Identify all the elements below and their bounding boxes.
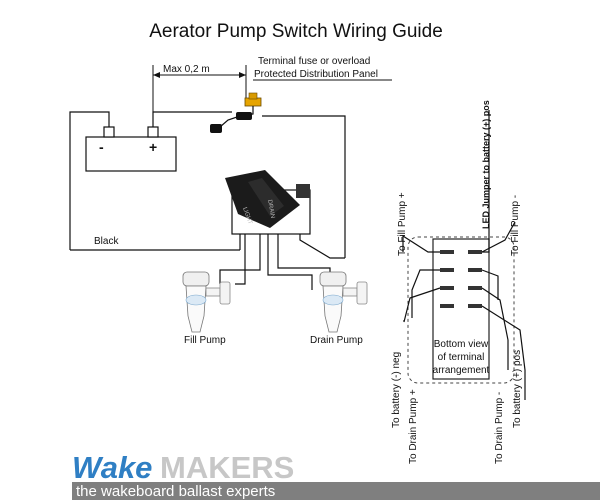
bottom-view-line2: of terminal <box>438 352 485 363</box>
brand-tagline-bar <box>72 482 600 500</box>
to-battery-neg-label: To battery (-) neg <box>391 352 402 428</box>
to-battery-pos-label: To battery (+) pos <box>512 350 523 428</box>
to-fill-pump-plus-label: To Fill Pump + <box>397 192 408 256</box>
fuse-label-line2: Protected Distribution Panel <box>254 69 378 80</box>
bottom-view-line3: arrangement <box>433 365 490 376</box>
max-distance-dimension: Max 0,2 m <box>152 64 247 120</box>
rocker-switch: LIGHT DRAIN <box>225 170 311 235</box>
battery: - + <box>85 126 177 172</box>
fuse-label-line1: Terminal fuse or overload <box>258 56 370 67</box>
battery-minus-label: - <box>99 139 104 155</box>
drain-pump-label: Drain Pump <box>310 335 363 346</box>
wires <box>69 111 346 290</box>
black-wire-label: Black <box>94 236 119 247</box>
to-drain-pump-plus-label: To Drain Pump + <box>408 389 419 464</box>
to-fill-pump-minus-label: To Fill Pump - <box>510 195 521 256</box>
battery-plus-label: + <box>149 139 157 155</box>
to-drain-pump-minus-label: To Drain Pump - <box>494 392 505 464</box>
fill-pump-label: Fill Pump <box>184 335 226 346</box>
led-jumper-label: LED Jumper to battery (+) pos <box>481 100 491 229</box>
brand-logo: Wake MAKERS the wakeboard ballast expert… <box>72 450 600 500</box>
bottom-view-line1: Bottom view <box>434 339 489 350</box>
max-distance-label: Max 0,2 m <box>163 64 210 75</box>
diagram-title: Aerator Pump Switch Wiring Guide <box>149 21 443 42</box>
brand-wake: Wake <box>72 450 152 485</box>
switch-text-bottom: DRAIN <box>266 199 275 218</box>
switch-text-top: LIGHT <box>241 207 253 226</box>
fill-pump <box>182 271 231 333</box>
brand-tagline: the wakeboard ballast experts <box>76 483 275 500</box>
brand-makers: MAKERS <box>160 450 294 485</box>
terminal-arrangement: Bottom view of terminal arrangement <box>402 110 526 400</box>
inline-fuse <box>210 92 262 133</box>
drain-pump <box>319 271 368 333</box>
